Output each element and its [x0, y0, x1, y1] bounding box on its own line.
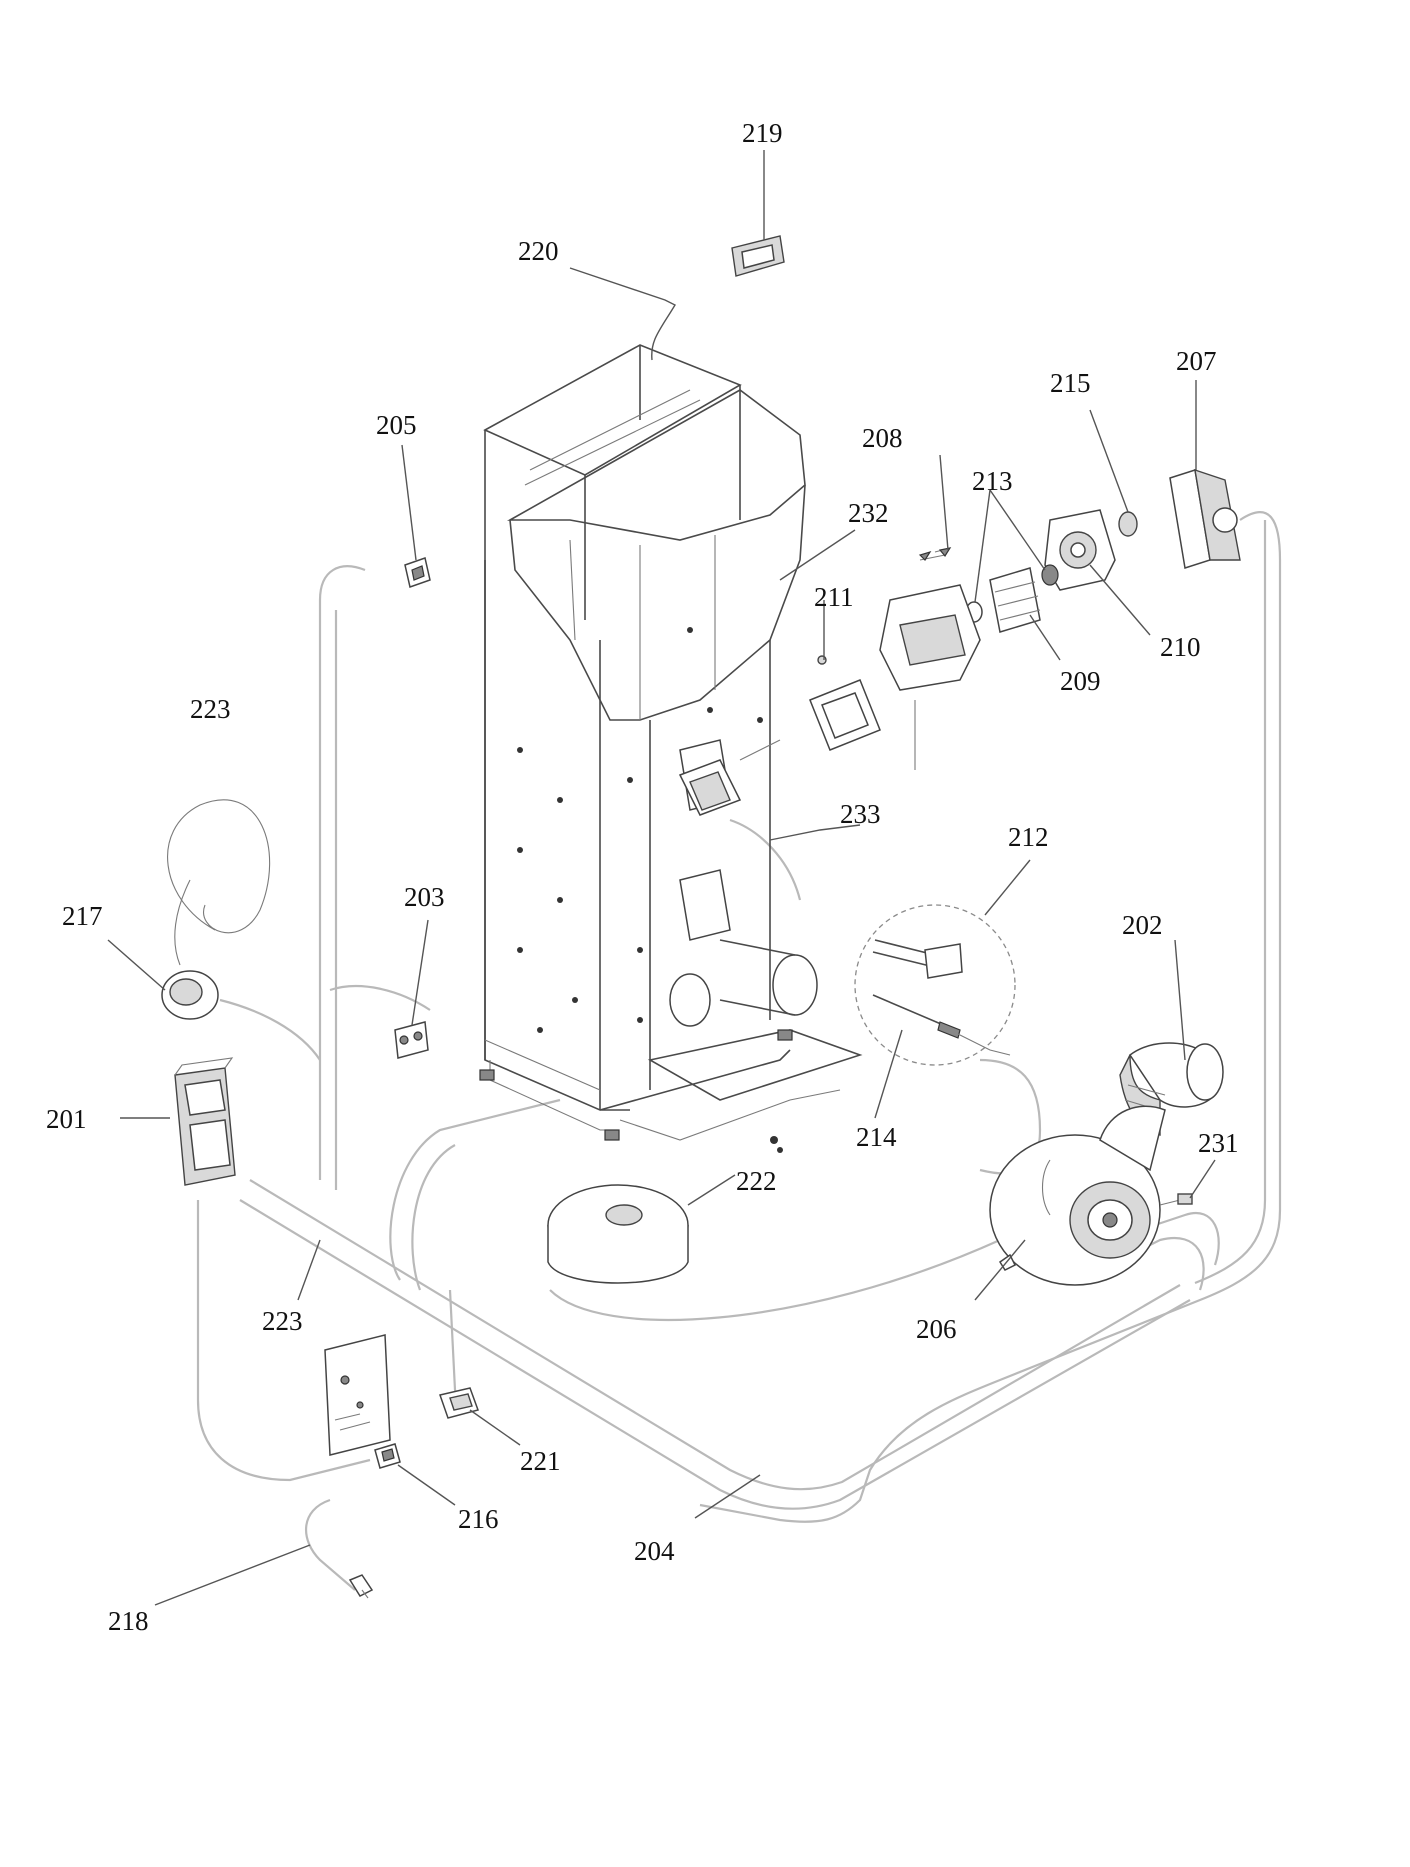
- part-212-igniter-detail: [854, 904, 1016, 1066]
- callout-223-upper: 223: [190, 694, 231, 724]
- callout-216: 216: [458, 1504, 499, 1534]
- part-209-auger-bracket: [989, 567, 1041, 633]
- part-208-auger-housing: [879, 547, 981, 770]
- part-216-connector: [374, 1443, 401, 1469]
- callout-220: 220: [518, 236, 559, 266]
- callout-214: 214: [856, 1122, 897, 1152]
- part-217-pressure-switch: [161, 970, 219, 1020]
- callout-231: 231: [1198, 1128, 1239, 1158]
- callout-217: 217: [62, 901, 103, 931]
- callout-215: 215: [1050, 368, 1091, 398]
- part-223-silicone-hose: [167, 799, 271, 966]
- part-203-thermostat: [394, 1021, 429, 1059]
- callout-201: 201: [46, 1104, 87, 1134]
- callout-212: 212: [1008, 822, 1049, 852]
- callout-208: 208: [862, 423, 903, 453]
- part-201-control-board: [174, 1057, 236, 1186]
- callout-205: 205: [376, 410, 417, 440]
- callout-219: 219: [742, 118, 783, 148]
- part-205-switch: [404, 557, 431, 588]
- part-210-motor-flange: [1044, 509, 1116, 591]
- part-207-gear-motor: [1169, 468, 1241, 569]
- callout-218: 218: [108, 1606, 149, 1636]
- callout-207: 207: [1176, 346, 1217, 376]
- callout-204: 204: [634, 1536, 675, 1566]
- part-218-power-plug: [348, 1574, 374, 1599]
- part-211-gasket: [809, 655, 881, 751]
- callout-232: 232: [848, 498, 889, 528]
- part-221-connector: [439, 1387, 479, 1419]
- part-232-adapter: [678, 739, 781, 816]
- callout-203: 203: [404, 882, 445, 912]
- callout-222: 222: [736, 1166, 777, 1196]
- part-215-bushing: [1118, 511, 1138, 537]
- part-206-exhaust-fan: [989, 1105, 1166, 1286]
- callout-labels: 219 220 207 215 205 208 213 232 211 210 …: [46, 118, 1239, 1636]
- cabinet-screws: [517, 627, 783, 1153]
- part-231-sensor: [1159, 1193, 1193, 1206]
- leader-lines: [107, 150, 1216, 1606]
- callout-209: 209: [1060, 666, 1101, 696]
- callout-202: 202: [1122, 910, 1163, 940]
- callout-233: 233: [840, 799, 881, 829]
- callout-223-lower: 223: [262, 1306, 303, 1336]
- callout-213: 213: [972, 466, 1013, 496]
- callout-221: 221: [520, 1446, 561, 1476]
- part-219-display-panel: [731, 235, 785, 277]
- boiler-cabinet: [479, 344, 863, 1153]
- part-circuit-board-panel: [324, 1334, 391, 1456]
- callout-206: 206: [916, 1314, 957, 1344]
- callout-210: 210: [1160, 632, 1201, 662]
- part-222-round-cover: [547, 1136, 778, 1284]
- callout-211: 211: [814, 582, 854, 612]
